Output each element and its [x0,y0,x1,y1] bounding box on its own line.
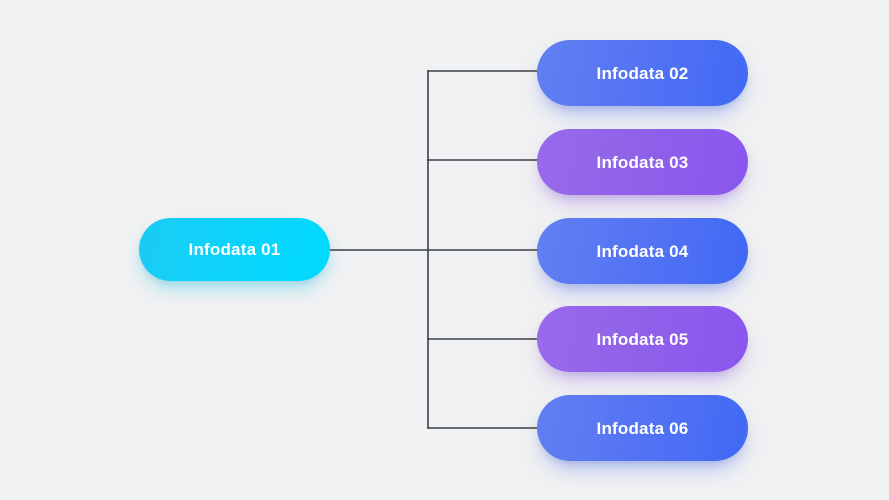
node-branch-5[interactable]: Infodata 06 [537,395,748,461]
node-branch-2-label: Infodata 03 [596,152,689,172]
node-branch-4-label: Infodata 05 [596,329,689,349]
node-branch-3[interactable]: Infodata 04 [537,218,748,284]
node-branch-4[interactable]: Infodata 05 [537,306,748,372]
node-root[interactable]: Infodata 01 [139,218,330,281]
node-branch-1[interactable]: Infodata 02 [537,40,748,106]
node-branch-2[interactable]: Infodata 03 [537,129,748,195]
node-branch-3-label: Infodata 04 [596,241,689,261]
node-branch-5-label: Infodata 06 [596,418,689,438]
node-branch-1-label: Infodata 02 [596,63,689,83]
node-root-label: Infodata 01 [188,240,281,259]
